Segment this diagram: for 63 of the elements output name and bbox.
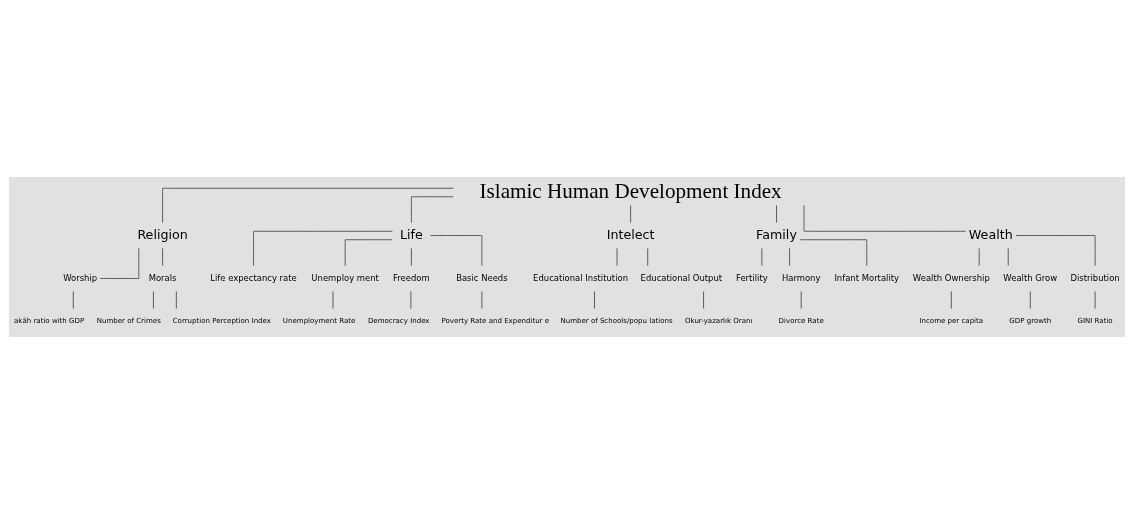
connector bbox=[411, 196, 454, 224]
node-text: Morals bbox=[148, 272, 177, 283]
node-text: Unemploy ment bbox=[311, 272, 379, 283]
connector bbox=[153, 290, 154, 310]
node-text: Divorce Rate bbox=[778, 316, 824, 326]
node-text: Wealth Ownership bbox=[912, 272, 990, 283]
connector bbox=[481, 290, 483, 310]
node-text: Corruption Perception Index bbox=[172, 316, 271, 326]
connector bbox=[162, 187, 454, 224]
connector bbox=[616, 247, 618, 267]
node-text: GINI Ratio bbox=[1077, 316, 1113, 326]
node-text: Infant Mortality bbox=[834, 272, 900, 283]
connector bbox=[776, 205, 777, 224]
node-text: Basic Needs bbox=[456, 272, 508, 283]
connector bbox=[800, 290, 802, 310]
connector bbox=[799, 239, 868, 267]
connector bbox=[647, 247, 649, 267]
node-text: Worship bbox=[63, 272, 98, 283]
node-text: Family bbox=[756, 226, 797, 242]
connector bbox=[1029, 290, 1031, 310]
connector bbox=[803, 204, 967, 232]
connector bbox=[1007, 247, 1009, 267]
node-text: Educational Institution bbox=[533, 272, 629, 283]
connector bbox=[253, 230, 393, 266]
node-text: Okur-yazarlık Oranı bbox=[685, 316, 753, 326]
connector bbox=[99, 247, 140, 279]
node-text: GDP growth bbox=[1009, 316, 1052, 326]
node-text: Educational Output bbox=[640, 272, 723, 283]
node-text: akāh ratio with GDP bbox=[14, 316, 85, 326]
connector bbox=[594, 290, 595, 310]
node-text: Number of Schools/popu lations bbox=[560, 316, 673, 326]
connector bbox=[761, 247, 763, 267]
node-text: Harmony bbox=[781, 272, 821, 283]
node-text: Islamic Human Development Index bbox=[479, 178, 782, 203]
connector bbox=[1015, 235, 1096, 267]
node-text: Distribution bbox=[1070, 272, 1120, 283]
connector bbox=[978, 247, 980, 267]
connector bbox=[344, 239, 393, 267]
node-text: Freedom bbox=[393, 272, 430, 283]
node-text: Poverty Rate and Expenditur e bbox=[441, 316, 550, 326]
connector bbox=[410, 290, 412, 310]
node-text: Intelect bbox=[606, 226, 655, 242]
node-text: Number of Crimes bbox=[96, 316, 161, 326]
node-text: Fertility bbox=[735, 272, 768, 283]
node-text: Democracy Index bbox=[367, 316, 430, 326]
node-text: Life bbox=[399, 226, 423, 242]
connector bbox=[703, 290, 704, 310]
connector bbox=[630, 205, 632, 224]
connector bbox=[411, 247, 412, 267]
connector bbox=[72, 290, 74, 310]
connector bbox=[789, 247, 790, 267]
node-text: Religion bbox=[137, 226, 188, 242]
node-text: Unemployment Rate bbox=[282, 316, 356, 326]
connector bbox=[1094, 290, 1096, 310]
connector bbox=[332, 290, 334, 310]
node-text: Income per capita bbox=[919, 316, 984, 326]
node-text: Wealth bbox=[968, 226, 1013, 242]
connector bbox=[175, 290, 177, 310]
connector bbox=[950, 290, 952, 310]
connector bbox=[430, 235, 483, 267]
node-text: Life expectancy rate bbox=[210, 272, 297, 283]
node-text: Wealth Grow bbox=[1003, 272, 1058, 283]
connector bbox=[162, 247, 163, 267]
